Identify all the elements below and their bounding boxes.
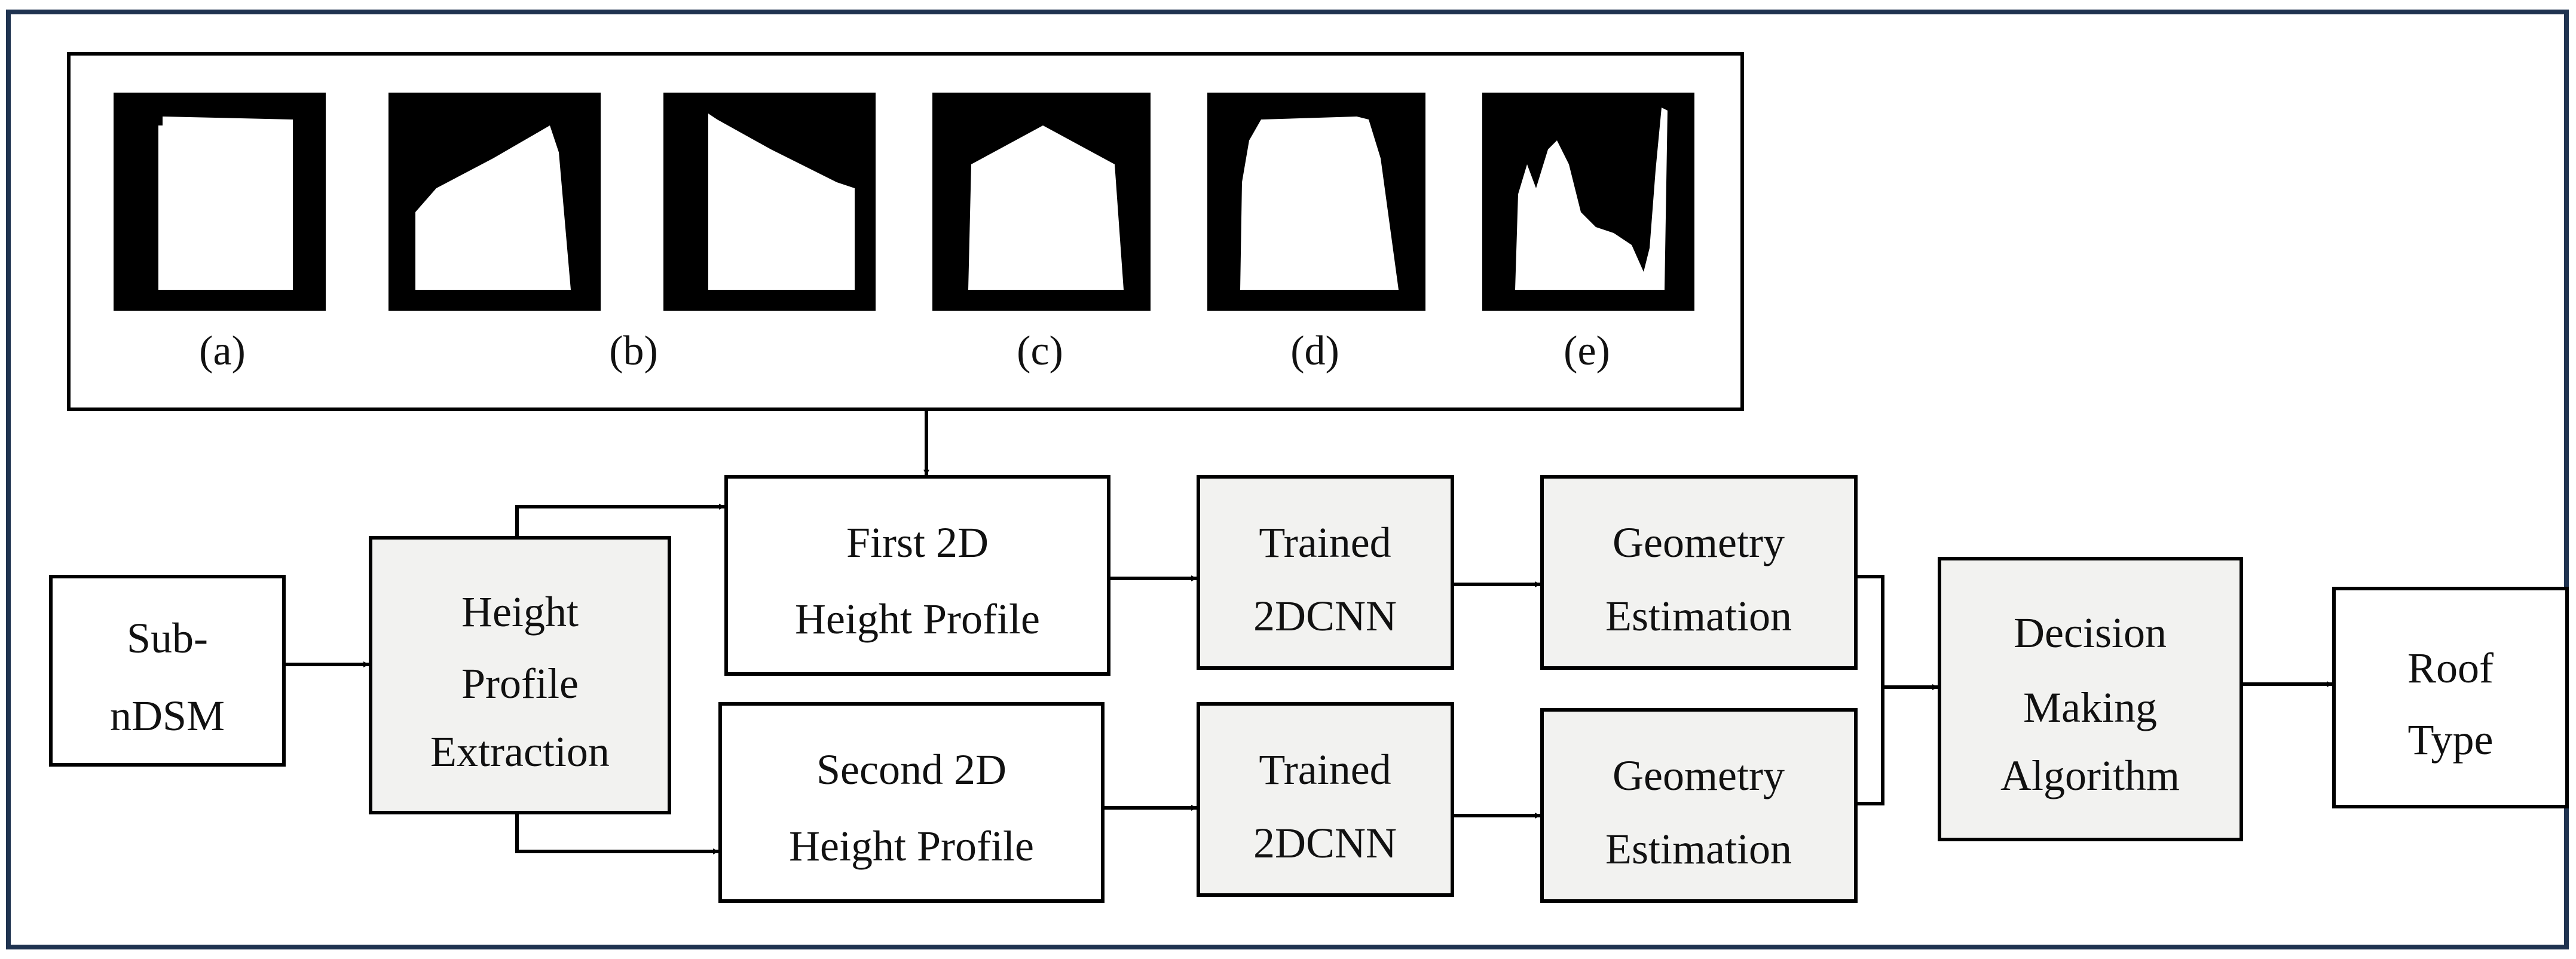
node-second-profile: Second 2D Height Profile bbox=[718, 702, 1105, 903]
second-geometry-label-line-2: Estimation bbox=[1605, 825, 1792, 873]
caption-e: (e) bbox=[1564, 328, 1610, 374]
decision-label-line-2: Making bbox=[2023, 684, 2157, 731]
second-cnn-box bbox=[1197, 702, 1454, 897]
node-second-cnn: Trained 2DCNN bbox=[1197, 702, 1454, 897]
input-label-line-1: Sub- bbox=[127, 614, 208, 662]
second-geometry-box bbox=[1540, 708, 1858, 903]
first-cnn-label-line-1: Trained bbox=[1259, 519, 1391, 566]
second-profile-label-line-2: Height Profile bbox=[789, 822, 1034, 870]
second-cnn-label-line-1: Trained bbox=[1259, 746, 1391, 793]
node-output: Roof Type bbox=[2332, 587, 2569, 808]
extraction-box bbox=[369, 536, 671, 814]
output-label-line-2: Type bbox=[2408, 716, 2494, 764]
input-box bbox=[49, 575, 286, 767]
first-cnn-label-line-2: 2DCNN bbox=[1253, 592, 1397, 640]
node-first-cnn: Trained 2DCNN bbox=[1197, 475, 1454, 670]
decision-box bbox=[1938, 557, 2243, 841]
examples-panel-border bbox=[67, 52, 1744, 411]
output-label-line-1: Roof bbox=[2407, 644, 2494, 692]
node-decision: Decision Making Algorithm bbox=[1938, 557, 2243, 841]
connector-first-geometry-to-merge bbox=[1856, 575, 1884, 687]
input-label-line-2: nDSM bbox=[110, 692, 225, 740]
arrow-extraction-to-first-profile bbox=[515, 504, 725, 538]
node-first-profile: First 2D Height Profile bbox=[724, 475, 1110, 676]
node-second-geometry: Geometry Estimation bbox=[1540, 708, 1858, 903]
first-profile-label-line-1: First 2D bbox=[846, 519, 989, 566]
connector-second-geometry-to-merge bbox=[1856, 687, 1884, 805]
profile-thumbnail-complex bbox=[1482, 93, 1694, 311]
decision-label-line-3: Algorithm bbox=[2000, 752, 2180, 799]
decision-label-line-1: Decision bbox=[2014, 609, 2167, 657]
profile-shape-shed-rising bbox=[415, 125, 571, 290]
extraction-label-line-1: Height bbox=[461, 588, 579, 636]
profile-shape-shed-falling bbox=[708, 114, 855, 290]
node-input: Sub- nDSM bbox=[49, 575, 286, 767]
profile-thumbnail-c bbox=[663, 93, 876, 311]
profile-thumbnail-b bbox=[388, 93, 601, 311]
second-cnn-label-line-2: 2DCNN bbox=[1253, 819, 1397, 867]
first-geometry-box bbox=[1540, 475, 1858, 670]
first-geometry-label-line-2: Estimation bbox=[1605, 592, 1792, 640]
node-first-geometry: Geometry Estimation bbox=[1540, 475, 1858, 670]
profile-shape-flat bbox=[158, 117, 293, 290]
second-profile-box bbox=[718, 702, 1105, 903]
caption-a: (a) bbox=[199, 328, 246, 374]
profile-thumbnail-d bbox=[932, 93, 1151, 311]
profile-shape-rounded-flat bbox=[1240, 117, 1399, 290]
second-profile-label-line-1: Second 2D bbox=[816, 746, 1006, 793]
profile-thumbnail-e bbox=[1207, 93, 1425, 311]
node-extraction: Height Profile Extraction bbox=[369, 536, 671, 814]
first-profile-label-line-2: Height Profile bbox=[795, 595, 1040, 643]
caption-d: (d) bbox=[1290, 328, 1339, 374]
first-cnn-box bbox=[1197, 475, 1454, 670]
profile-shape-complex bbox=[1515, 108, 1668, 290]
output-box bbox=[2332, 587, 2569, 808]
second-geometry-label-line-1: Geometry bbox=[1613, 752, 1785, 799]
first-geometry-label-line-1: Geometry bbox=[1613, 519, 1785, 566]
extraction-label-line-2: Profile bbox=[461, 660, 579, 707]
extraction-label-line-3: Extraction bbox=[430, 728, 610, 776]
caption-c: (c) bbox=[1017, 328, 1063, 374]
profile-shape-gable bbox=[968, 125, 1124, 290]
profile-thumbnail-a bbox=[114, 93, 326, 311]
first-profile-box bbox=[724, 475, 1110, 676]
profile-examples-panel: (a) (b) (c) (d) (e) bbox=[67, 52, 1744, 411]
arrow-extraction-to-second-profile bbox=[515, 813, 719, 854]
caption-b: (b) bbox=[609, 328, 658, 374]
